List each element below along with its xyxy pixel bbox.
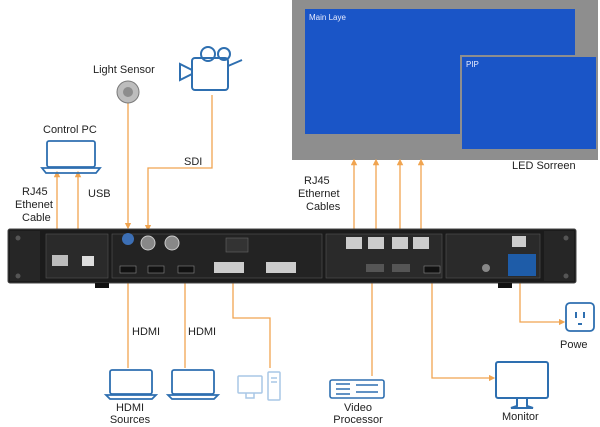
- rj45-cable-label-2: Ethenet: [15, 199, 53, 211]
- video-processor-label-2: Processor: [333, 414, 383, 426]
- led-screen-caption: LED Sorreen: [512, 160, 576, 172]
- light-sensor-label: Light Sensor: [93, 64, 155, 76]
- led-screen: [292, 0, 598, 160]
- dvi-cable: [229, 268, 271, 368]
- light-sensor-icon: [116, 80, 140, 104]
- rj45-cables-label-2: Ethernet: [298, 188, 340, 200]
- hdmi-source-label-1: HDMI: [115, 402, 145, 414]
- rj45-cables-label-3: Cables: [306, 201, 341, 213]
- rj45-cables-label-1: RJ45: [304, 175, 330, 187]
- sdi-label: SDI: [184, 156, 203, 168]
- main-layer-label: Main Laye: [309, 13, 346, 22]
- control-pc-label: Control PC: [43, 124, 97, 136]
- power-cable: [519, 280, 566, 326]
- pip-label: PIP: [466, 60, 479, 69]
- usb-label: USB: [88, 188, 111, 200]
- power-socket-icon: [565, 302, 595, 332]
- hdmi-label-1: HDMI: [132, 326, 161, 338]
- hdmi-source-laptop-2: [165, 369, 221, 400]
- video-processor-label-1: Video: [344, 402, 372, 414]
- hdmi-source-laptop-1: [103, 369, 159, 400]
- video-processor-icon: [329, 379, 385, 399]
- laptop-icon: [40, 140, 102, 174]
- video-camera-icon: [179, 46, 243, 91]
- monitor-icon: [495, 361, 549, 409]
- hdmi-source-label-2: Sources: [109, 414, 151, 426]
- power-label: Powe: [560, 339, 588, 351]
- sdi-cable: [144, 95, 213, 232]
- monitor-label: Monitor: [502, 411, 539, 423]
- rj45-cable-label-3: Cable: [22, 212, 51, 224]
- controller-device: [7, 228, 577, 288]
- desktop-pc-icon: [237, 371, 281, 401]
- hdmi-label-2: HDMI: [188, 326, 217, 338]
- monitor-cable: [431, 272, 496, 382]
- rj45-cable-label-1: RJ45: [22, 186, 48, 198]
